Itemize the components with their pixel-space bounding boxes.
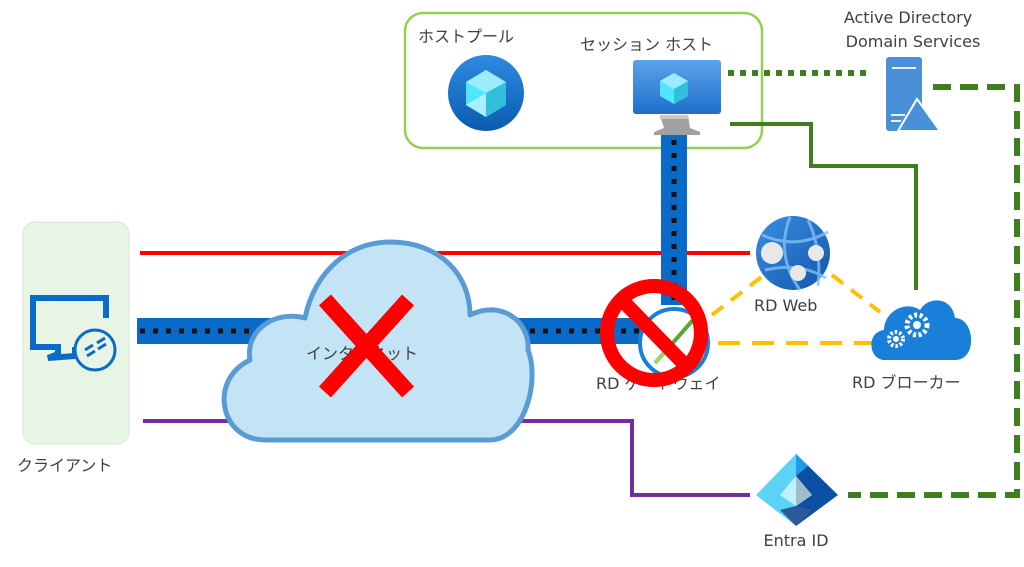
host-pool-icon bbox=[448, 55, 524, 131]
adds-label-line1: Active Directory bbox=[843, 8, 973, 27]
adds-label-line2: Domain Services bbox=[845, 32, 981, 51]
client-label: クライアント bbox=[17, 456, 113, 475]
cloud-gears-icon bbox=[871, 300, 972, 360]
entra-id-label: Entra ID bbox=[763, 531, 829, 550]
web-app-globe-icon bbox=[756, 216, 830, 291]
server-directory-icon bbox=[886, 57, 942, 132]
connection-gateway-sessionhost bbox=[661, 135, 687, 305]
rd-broker-label: RD ブローカー bbox=[852, 373, 961, 392]
connection-rdweb-broker bbox=[830, 273, 882, 314]
host-pool-group bbox=[403, 11, 764, 150]
client-panel bbox=[22, 221, 130, 445]
entra-id-icon bbox=[756, 454, 838, 526]
virtual-machine-icon bbox=[633, 60, 721, 135]
connection-adds-entra bbox=[848, 84, 1020, 498]
rd-web-label: RD Web bbox=[754, 296, 818, 315]
connection-sessionhost-broker bbox=[730, 122, 918, 290]
internet-label: インターネット bbox=[306, 344, 419, 363]
connection-gateway-rdweb bbox=[710, 270, 770, 317]
remote-desktop-client-icon bbox=[30, 295, 117, 372]
rd-gateway-label: RD ゲートウェイ bbox=[596, 374, 721, 393]
session-host-label: セッション ホスト bbox=[580, 35, 714, 54]
host-pool-label: ホストプール bbox=[418, 27, 515, 46]
